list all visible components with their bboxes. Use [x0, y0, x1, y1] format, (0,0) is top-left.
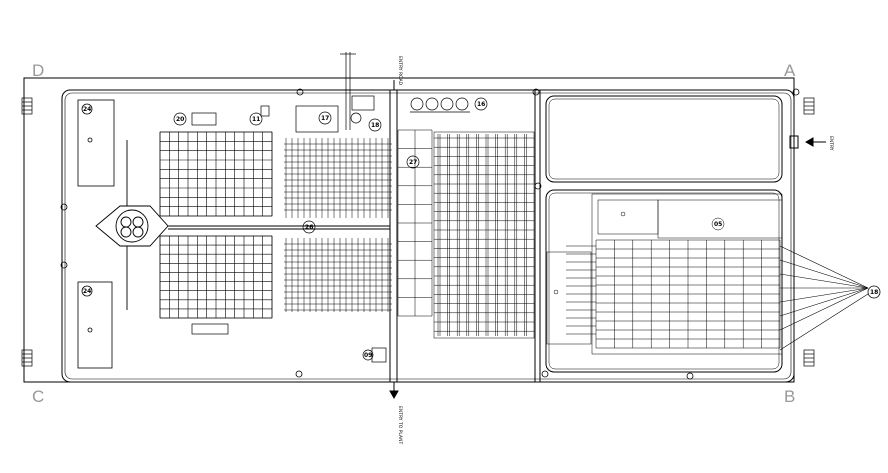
drawing-line — [779, 293, 869, 351]
central-tag: 27 — [409, 159, 417, 166]
road-label-east: ENTRY — [828, 136, 834, 151]
membrane-grid — [546, 193, 783, 355]
drawing-line — [779, 287, 869, 317]
grid-tag: 05 — [714, 221, 722, 228]
road-label-north: ENTRY ROAD — [397, 56, 403, 86]
reactor-room-upper — [77, 99, 115, 187]
corner-label-a: A — [784, 61, 796, 80]
corner-label-b: B — [784, 387, 795, 406]
corner-label-c: C — [32, 387, 44, 406]
small-tag: 11 — [252, 116, 260, 123]
fan-lines — [779, 245, 869, 351]
process-piping — [284, 129, 433, 317]
fan-tag: 18 — [870, 289, 878, 296]
corner-label-d: D — [32, 61, 44, 80]
tank-array-lower — [159, 235, 273, 319]
drawing-line — [779, 245, 869, 289]
road-label-south: ENTRY TO PLANT — [397, 406, 403, 444]
site-boundary — [23, 77, 795, 383]
lower-tag: 09 — [364, 352, 372, 359]
drawing-line — [779, 287, 869, 303]
tank-array-upper — [159, 131, 273, 217]
drawing-line — [779, 259, 869, 289]
fan-tag-ring — [867, 285, 881, 299]
boundary-nodes — [60, 88, 800, 380]
reactor-upper-tag: 24 — [83, 106, 91, 113]
cross-tag: 26 — [305, 224, 313, 231]
pipe-manifold-top — [340, 52, 488, 130]
pipe-tag: 16 — [477, 101, 485, 108]
control-boxes — [173, 95, 420, 363]
tank-b-tag: 17 — [321, 115, 329, 122]
entry-arrow-east — [789, 135, 826, 149]
reactor-lower-tag: 24 — [83, 288, 91, 295]
drawing-line — [779, 287, 869, 331]
clarifier-hub — [95, 140, 390, 310]
entry-arrow-south — [389, 382, 399, 400]
drawing-line — [779, 273, 869, 289]
tank-a-tag: 20 — [176, 116, 184, 123]
tank-c-tag: 18 — [371, 122, 379, 129]
filter-bank — [433, 131, 535, 339]
corner-markers — [21, 97, 815, 367]
reactor-room-lower — [77, 281, 113, 369]
